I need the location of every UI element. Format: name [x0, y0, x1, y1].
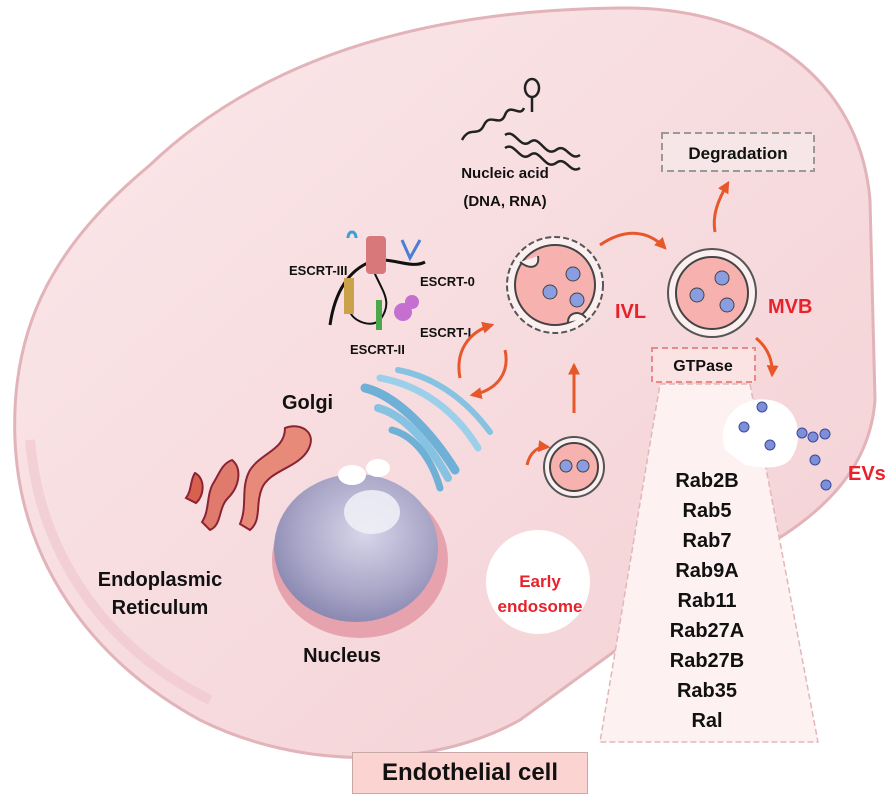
- mvb-label: MVB: [768, 296, 812, 318]
- nucleic-acid-icon: [460, 77, 581, 171]
- gtpase-box: GTPase: [651, 347, 756, 383]
- svg-text:Rab27A: Rab27A: [670, 620, 744, 642]
- pathway-arrows: [457, 180, 779, 466]
- svg-text:Degradation: Degradation: [688, 144, 787, 163]
- ivl-vesicle: [506, 236, 604, 334]
- svg-text:Rab27B: Rab27B: [670, 650, 744, 672]
- gtpase-list: Rab2B Rab5 Rab7 Rab9A Rab11 Rab27A Rab27…: [670, 470, 744, 732]
- escrt-complex-icon: [328, 230, 426, 330]
- nucleus-label: Nucleus: [303, 645, 381, 667]
- svg-text:Ral: Ral: [691, 710, 722, 732]
- er-icon: [184, 425, 312, 532]
- evs-label: EVs: [848, 463, 886, 485]
- svg-text:Rab7: Rab7: [683, 530, 732, 552]
- escrt-i-label: ESCRT-I: [420, 325, 471, 340]
- er-label-2: Reticulum: [112, 597, 209, 619]
- escrt-0-label: ESCRT-0: [420, 274, 475, 289]
- escrt-ii-label: ESCRT-II: [350, 342, 405, 357]
- mvb-vesicle: [667, 248, 757, 338]
- early-endosome: [486, 530, 590, 634]
- svg-text:Rab2B: Rab2B: [675, 470, 738, 492]
- svg-text:GTPase: GTPase: [673, 358, 733, 375]
- caption-text: Endothelial cell: [381, 759, 559, 786]
- gtpase-panel: [599, 383, 819, 743]
- nucleus-icon: [272, 459, 448, 638]
- evs-particles: [738, 401, 832, 491]
- early-endosome-label-2: endosome: [497, 597, 582, 616]
- degradation-box: Degradation: [661, 132, 815, 172]
- ev-release-site: [722, 399, 799, 468]
- svg-text:Rab9A: Rab9A: [675, 560, 738, 582]
- escrt-iii-label: ESCRT-III: [289, 263, 348, 278]
- golgi-label: Golgi: [282, 392, 333, 414]
- golgi-icon: [360, 367, 493, 492]
- caption-box: Endothelial cell: [352, 752, 588, 794]
- small-endosome-vesicle: [543, 436, 605, 498]
- er-label-1: Endoplasmic: [98, 569, 222, 591]
- nucleic-acid-label-2: (DNA, RNA): [463, 193, 546, 210]
- nucleic-acid-label-1: Nucleic acid: [461, 165, 549, 182]
- svg-text:Rab11: Rab11: [678, 590, 737, 612]
- svg-text:Rab5: Rab5: [683, 500, 732, 522]
- ivl-label: IVL: [615, 301, 646, 323]
- svg-text:Rab35: Rab35: [677, 680, 737, 702]
- early-endosome-label-1: Early: [519, 572, 561, 591]
